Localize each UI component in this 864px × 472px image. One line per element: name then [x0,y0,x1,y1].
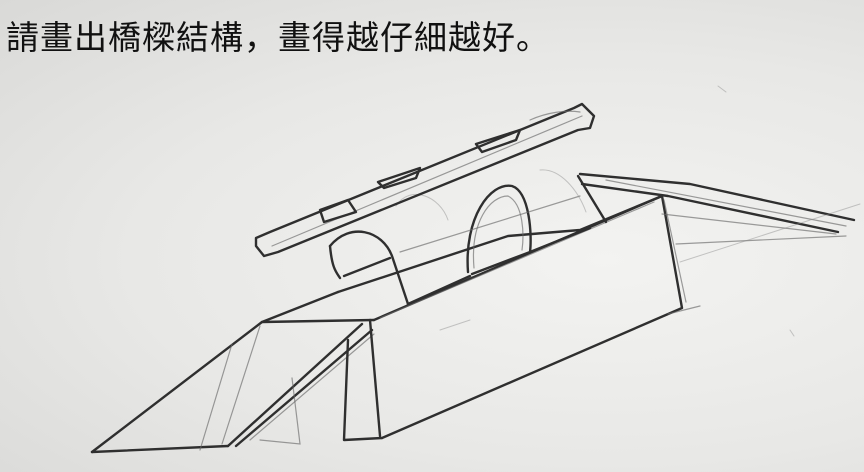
right-road-sketch [578,172,861,263]
left-ramp-sketch [90,318,376,454]
main-deck-sketch [260,194,701,440]
drawing-prompt-text: 請畫出橋樑結構，畫得越仔細越好。 [6,18,550,57]
construction-marks [439,85,795,337]
top-slab-sketch [254,102,596,258]
front-pillar-sketch [342,318,384,442]
